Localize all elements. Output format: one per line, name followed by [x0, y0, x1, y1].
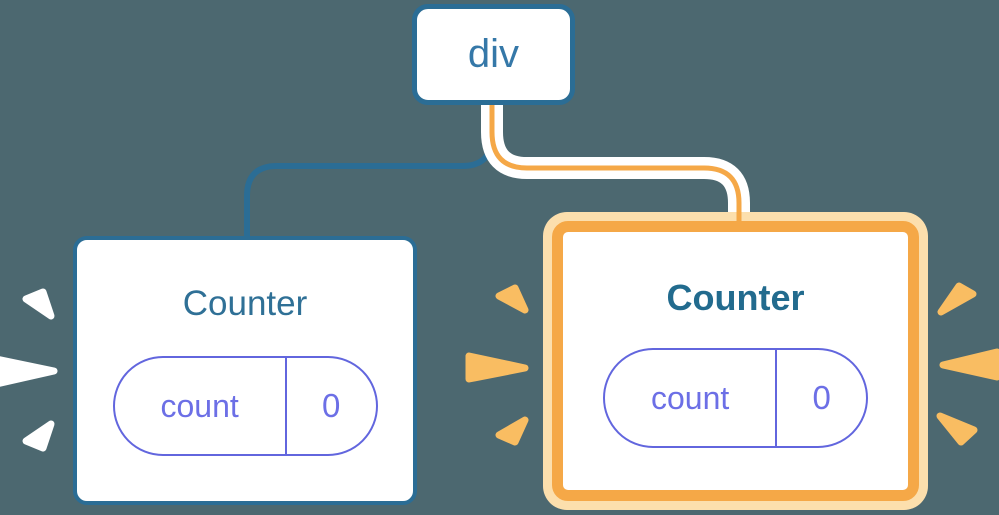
state-pill: count 0: [603, 348, 868, 448]
component-title: Counter: [182, 284, 308, 323]
state-key: count: [115, 358, 287, 454]
orange-spark-icon: [939, 348, 999, 381]
counter-card-right-highlight-ring: Counter count 0: [543, 212, 928, 510]
orange-spark-icon: [936, 412, 978, 446]
state-pill: count 0: [112, 356, 378, 456]
white-spark-burst: [0, 288, 58, 452]
component-title: Counter: [666, 277, 805, 318]
orange-spark-burst-left: [465, 284, 529, 446]
edge-div-to-right-counter-casing: [481, 103, 750, 219]
orange-spark-icon: [495, 416, 529, 446]
counter-card-right: Counter count 0: [552, 221, 919, 501]
state-value: 0: [321, 387, 341, 424]
white-spark-icon: [22, 420, 55, 452]
edge-div-to-right-counter: [489, 103, 742, 219]
state-value: 0: [812, 379, 831, 416]
edge-div-to-left-counter: [244, 103, 495, 240]
tree-node-div: div: [412, 4, 575, 105]
white-spark-icon: [22, 288, 55, 320]
tree-node-div-label: div: [467, 32, 520, 76]
orange-spark-icon: [495, 284, 529, 314]
counter-card-left: Counter count 0: [73, 236, 417, 505]
state-key: count: [605, 350, 778, 446]
orange-spark-icon: [937, 282, 977, 316]
orange-spark-icon: [465, 352, 529, 383]
orange-spark-burst-right: [936, 282, 999, 446]
white-spark-icon: [0, 356, 58, 387]
